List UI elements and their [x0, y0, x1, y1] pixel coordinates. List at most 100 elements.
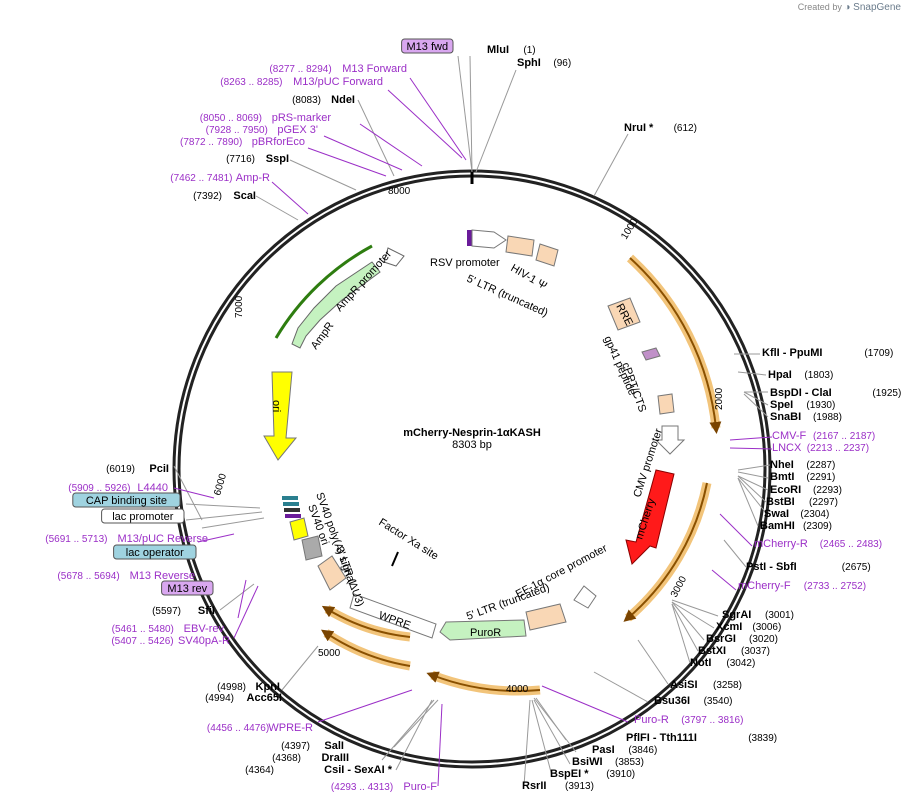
m13-fwd-marker: [467, 230, 473, 246]
right-cmv-f-pos: (2167 .. 2187): [813, 431, 875, 442]
right-spei-pos: (1930): [806, 400, 835, 411]
right-bmti-pos: (2291): [806, 472, 835, 483]
tick-6000: 6000: [212, 472, 229, 497]
right-bsu36i-name: Bsu36I: [654, 695, 690, 707]
right-noti-pos: (3042): [726, 658, 755, 669]
right-bstxi-pos: (3037): [741, 646, 770, 657]
left-l4440-name: L4440: [137, 482, 168, 494]
feature-ori: ori: [270, 400, 282, 412]
tick-8000: 8000: [388, 186, 411, 197]
cmv-promoter-arrow: [654, 425, 686, 455]
ori-arrow: [263, 371, 298, 461]
left-sfii-name: SfiI: [198, 605, 215, 617]
hiv-psi-box: [535, 243, 559, 267]
right-mcherry-r-pos: (2465 .. 2483): [820, 539, 882, 550]
right-snabi-name: SnaBI: [770, 411, 801, 423]
sv40pa-box: [301, 535, 323, 561]
left-amp-r-name: Amp-R: [236, 172, 270, 184]
right-noti-name: NotI: [690, 657, 711, 669]
right-pasi-pos: (3846): [628, 745, 657, 756]
right-hpai-pos: (1803): [804, 370, 833, 381]
mcherry-arrow: [625, 469, 675, 565]
sv40ori-box: [289, 517, 309, 541]
feature-rsv: RSV promoter: [430, 257, 500, 269]
left-sspi-pos: (7716): [226, 154, 255, 165]
left-pcii-name: PciI: [149, 463, 169, 475]
left-prs-marker-pos: (8050 .. 8069): [200, 113, 262, 124]
left-lac-operator-box: [113, 544, 197, 560]
right-snabi-pos: (1988): [813, 412, 842, 423]
puror-arrow: [439, 619, 527, 641]
right-ecori-pos: (2293): [813, 485, 842, 496]
left-m13-puc-reverse-pos: (5691 .. 5713): [45, 534, 107, 545]
left-m13-forward-pos: (8277 .. 8294): [269, 64, 331, 75]
left-m13-puc-reverse-name: M13/pUC Reverse: [118, 533, 208, 545]
ampr-promoter-arrow: [383, 247, 405, 267]
right-bstbi-name: BstBI: [766, 496, 795, 508]
right-asisi-name: AsiSI: [670, 679, 698, 691]
right-ecori-name: EcoRI: [770, 484, 801, 496]
right-spei-name: SpeI: [770, 399, 793, 411]
feature-factorxa: Factor Xa site: [376, 516, 440, 562]
left-pbrforeco-pos: (7872 .. 7890): [180, 137, 242, 148]
right-mcherry-r-name: mCherry-R: [754, 538, 808, 550]
right-bmti-name: BmtI: [770, 471, 794, 483]
feature-hiv: HIV-1 Ψ: [509, 262, 549, 292]
right-sphi-name: SphI: [517, 57, 541, 69]
orange-arc-3-core: [426, 671, 541, 692]
right-nrui--name: NruI *: [624, 122, 654, 134]
right-mlui-name: MluI: [487, 44, 509, 56]
left-csii-sexai--pos: (4364): [245, 765, 274, 776]
plasmid-name: mCherry-Nesprin-1αKASH: [403, 427, 541, 439]
right-lncx-name: LNCX: [772, 442, 802, 454]
left-amp-r-pos: (7462 .. 7481): [170, 173, 232, 184]
snapgene-watermark: Created by ◑ SnapGene: [798, 2, 901, 13]
right-mcherry-f-pos: (2733 .. 2752): [804, 581, 866, 592]
ltr3-box: [317, 555, 347, 591]
right-sphi-pos: (96): [553, 58, 571, 69]
left-sv40pa-r-pos: (5407 .. 5426): [111, 636, 173, 647]
right-bstxi-name: BstXI: [698, 645, 726, 657]
gp41-marker: [641, 347, 661, 361]
left-wpre-r-pos: (4456 .. 4476): [207, 723, 269, 734]
lac-marker-2: [283, 502, 299, 506]
orange-arc-group: [320, 254, 722, 696]
left-prs-marker-name: pRS-marker: [272, 112, 332, 124]
right-swai-pos: (2304): [800, 509, 829, 520]
left-ebv-rev-name: EBV-rev: [184, 623, 225, 635]
rsv-promoter-arrow: [471, 229, 507, 249]
left-lac-operator-label: lac operator: [126, 547, 184, 559]
right-kfli-ppumi-pos: (1709): [864, 348, 893, 359]
left-m13-fwd-box: [401, 38, 454, 54]
left-ebv-rev-pos: (5461 .. 5480): [112, 624, 174, 635]
tick-3000: 3000: [669, 574, 689, 599]
right-nhei-pos: (2287): [806, 460, 835, 471]
tick-7000: 7000: [234, 295, 245, 318]
right-bspdi-clai-pos: (1925): [872, 388, 901, 399]
ltr5-box: [505, 235, 535, 257]
left-draiii-name: DraIII: [321, 752, 349, 764]
watermark-prefix: Created by: [797, 2, 842, 12]
right-nhei-name: NheI: [770, 459, 794, 471]
wpre-box: [349, 593, 437, 639]
cppt-box: [657, 393, 675, 415]
left-pcii-pos: (6019): [106, 464, 135, 475]
left-sspi-name: SspI: [266, 153, 289, 165]
lac-marker-3: [284, 508, 300, 512]
left-sv40pa-r-name: SV40pA-R: [178, 635, 230, 647]
orange-arc-1-core: [629, 257, 722, 434]
tick-4000: 4000: [506, 684, 529, 695]
right-pasi-name: PasI: [592, 744, 615, 756]
right-cmv-f-name: CMV-F: [772, 430, 807, 442]
orange-arc-5-core: [321, 605, 411, 638]
feature-ampprom: AmpR promoter: [333, 248, 394, 314]
snapgene-logo: ◑ SnapGene: [844, 2, 901, 13]
left-sali-name: SalI: [324, 740, 344, 752]
leader-lines: [173, 55, 771, 787]
left-acc65i-pos: (4994): [205, 693, 234, 704]
tick-2000: 2000: [714, 387, 725, 410]
left-sali-pos: (4397): [281, 741, 310, 752]
left-cap-binding-site-label: CAP binding site: [86, 495, 167, 507]
orange-arc-4-core: [320, 629, 411, 667]
right-bsrgi-name: BsrGI: [706, 633, 736, 645]
